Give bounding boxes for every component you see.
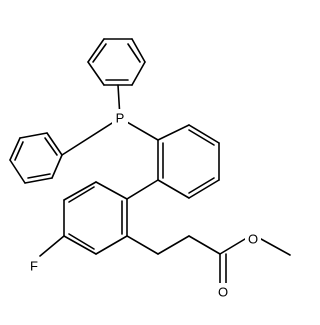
phosphine-bonds bbox=[61, 84, 159, 156]
svg-text:P: P bbox=[116, 111, 125, 126]
carbon-fluorine-bond bbox=[39, 235, 65, 257]
phenyl-ring-left bbox=[9, 132, 63, 184]
atom-carbonyl-oxygen: O bbox=[215, 283, 231, 301]
atom-ether-oxygen: O bbox=[245, 230, 261, 248]
svg-text:O: O bbox=[248, 232, 258, 247]
phenyl-ring-top bbox=[87, 38, 146, 86]
chemical-structure-diagram: P F O O bbox=[9, 38, 291, 301]
svg-text:O: O bbox=[218, 285, 228, 300]
svg-text:F: F bbox=[30, 259, 38, 274]
aryl-ring-upper bbox=[157, 124, 220, 199]
atom-fluorine: F bbox=[27, 257, 41, 275]
atom-phosphorus: P bbox=[112, 109, 128, 127]
biaryl-bond bbox=[126, 179, 159, 200]
aryl-ring-lower bbox=[63, 181, 128, 255]
propanoate-chain bbox=[126, 235, 291, 285]
